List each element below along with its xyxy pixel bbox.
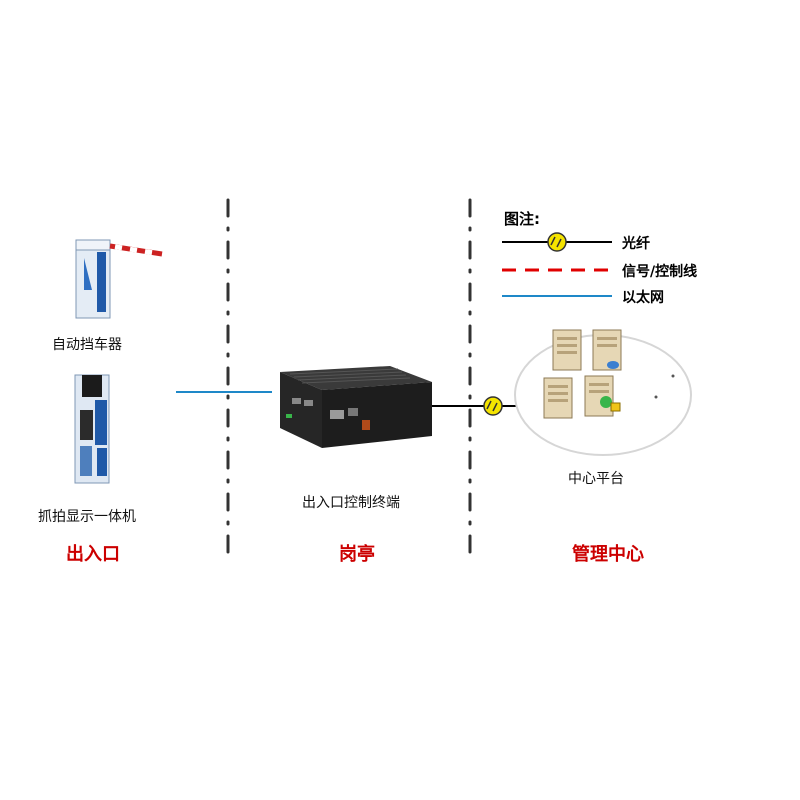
platform-label: 中心平台	[568, 471, 624, 487]
capture-display-icon	[74, 374, 110, 484]
capture-display-label: 抓拍显示一体机	[38, 509, 136, 525]
fiber-marker-icon	[483, 396, 503, 416]
legend-signal-label: 信号/控制线	[622, 264, 698, 280]
barrier-gate-label: 自动挡车器	[52, 337, 122, 353]
zone-label-entrance: 出入口	[66, 544, 120, 565]
legend-title: 图注:	[504, 210, 540, 228]
zone-label-center: 管理中心	[572, 544, 644, 565]
control-terminal-label: 出入口控制终端	[302, 495, 400, 511]
barrier-gate-icon	[75, 239, 163, 319]
server-icon	[543, 377, 573, 419]
server-icon	[552, 329, 582, 371]
legend-fiber-label: 光纤	[622, 236, 650, 252]
legend-fiber-marker-icon	[547, 232, 567, 252]
legend-ethernet-label: 以太网	[622, 290, 664, 306]
control-terminal-icon	[280, 366, 432, 448]
server-icon	[592, 329, 622, 371]
server-icon	[584, 375, 621, 417]
zone-label-booth: 岗亭	[339, 544, 375, 565]
